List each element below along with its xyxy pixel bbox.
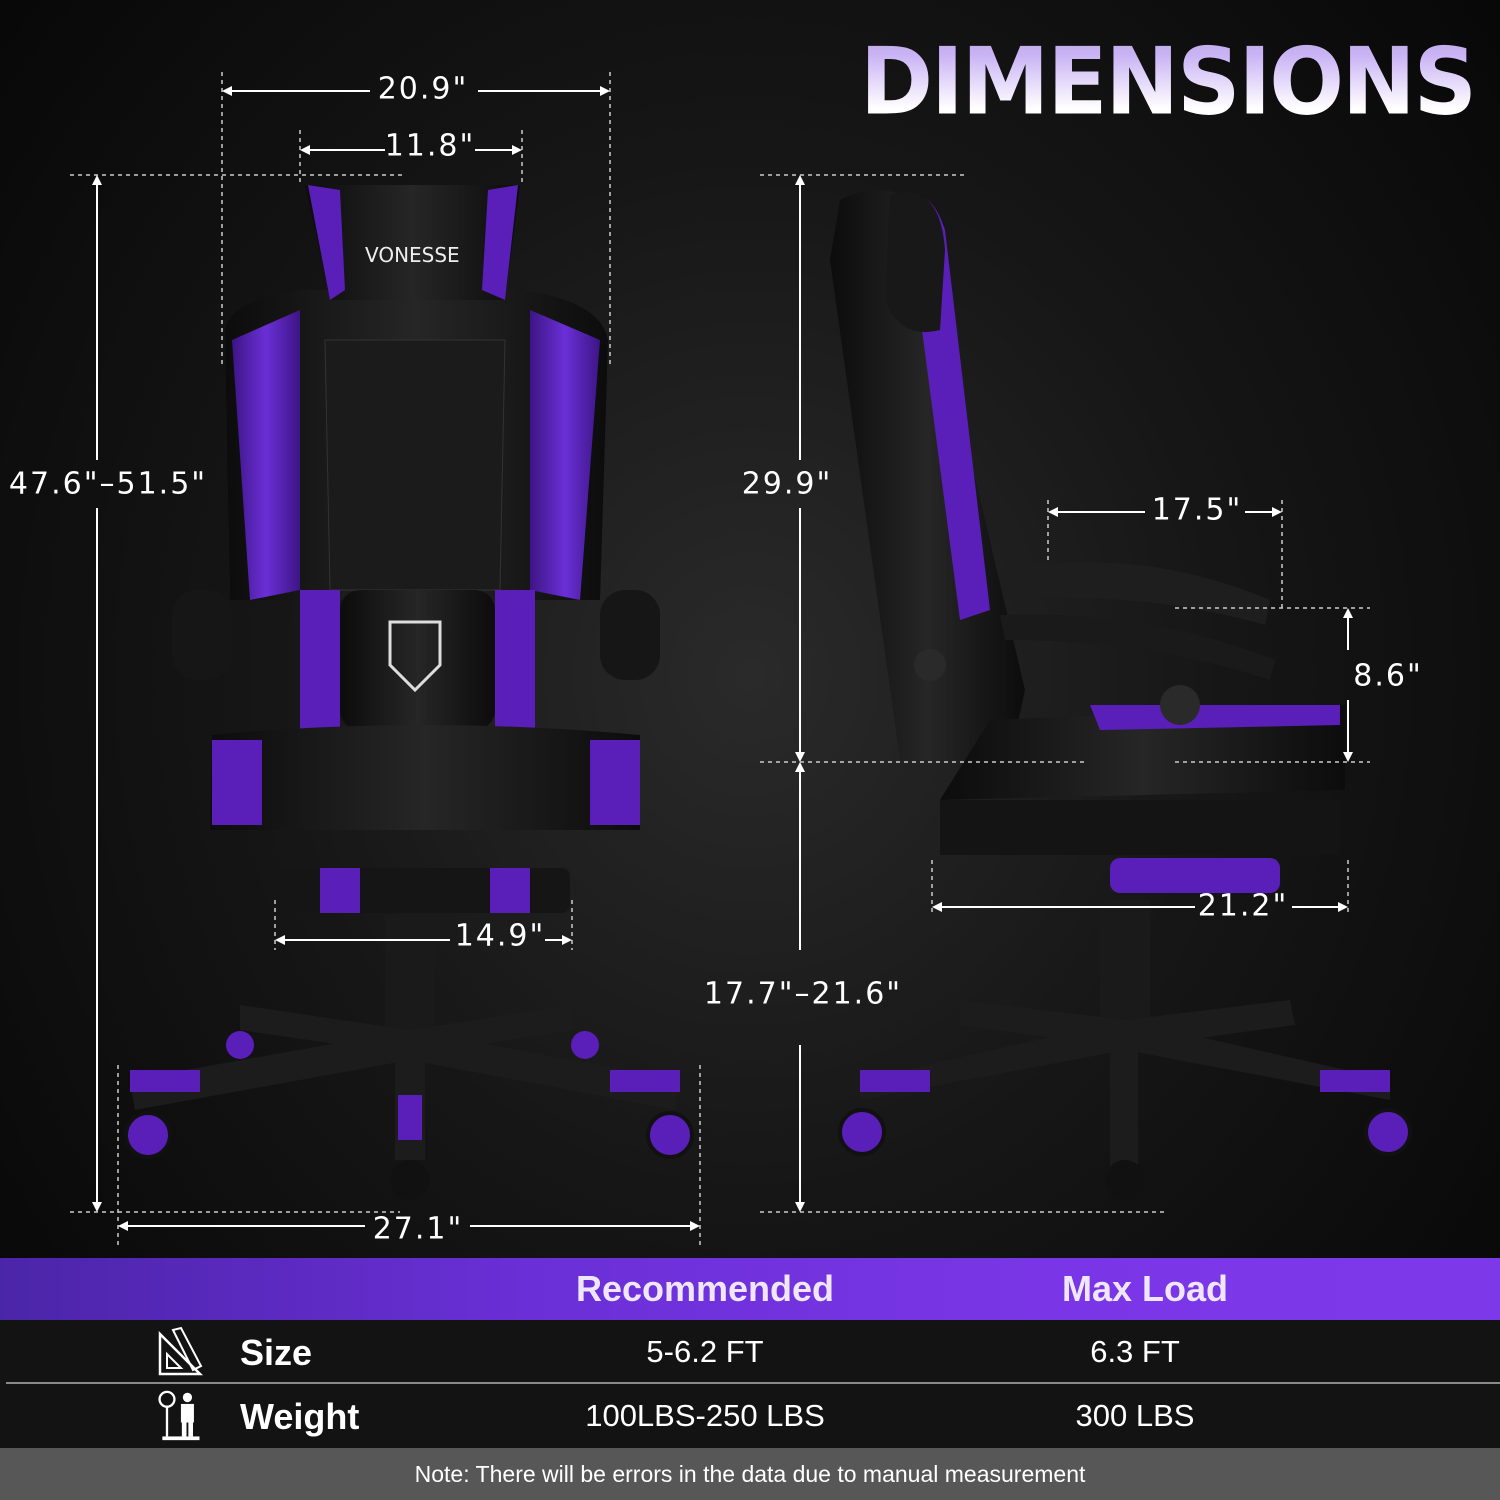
dimension-lines <box>70 72 1370 1245</box>
overall-height-label: 47.6"–51.5" <box>8 466 208 502</box>
measurement-note: Note: There will be errors in the data d… <box>0 1448 1500 1500</box>
footrest-width-label: 14.9" <box>454 918 546 954</box>
page-title: DIMENSIONS <box>850 27 1485 135</box>
front-view-chair: VONESSE <box>124 185 694 1200</box>
table-row-weight: Weight 100LBS-250 LBS 300 LBS <box>0 1384 1500 1446</box>
recommended-value: 100LBS-250 LBS <box>585 1398 825 1433</box>
backrest-height-label: 29.9" <box>741 466 833 502</box>
header-recommended: Recommended <box>575 1268 835 1309</box>
row-divider <box>6 1382 1500 1384</box>
ruler-triangle-icon <box>158 1326 204 1376</box>
overall-width-label: 20.9" <box>377 71 469 107</box>
armrest-length-label: 17.5" <box>1151 492 1243 528</box>
chair-illustration: VONESSE <box>70 72 1412 1245</box>
row-label: Size <box>240 1332 313 1373</box>
max-value: 300 LBS <box>1075 1398 1195 1433</box>
brand-logo: VONESSE <box>365 243 460 267</box>
scale-person-icon <box>158 1390 200 1441</box>
row-label: Weight <box>240 1396 360 1437</box>
seat-depth-label: 21.2" <box>1197 888 1289 924</box>
headrest-width-label: 11.8" <box>384 128 476 164</box>
max-value: 6.3 FT <box>1090 1334 1180 1369</box>
table-row-size: Size 5-6.2 FT 6.3 FT <box>0 1320 1500 1382</box>
spec-table: Size 5-6.2 FT 6.3 FT Weight 100LBS-250 L… <box>0 1320 1500 1448</box>
table-header: Recommended Max Load <box>0 1258 1500 1320</box>
armrest-height-label: 8.6" <box>1353 658 1423 694</box>
side-view-chair <box>830 190 1412 1200</box>
recommended-value: 5-6.2 FT <box>646 1334 764 1369</box>
header-max-load: Max Load <box>1061 1268 1229 1309</box>
seat-height-label: 17.7"–21.6" <box>703 976 903 1012</box>
base-width-label: 27.1" <box>372 1211 464 1247</box>
